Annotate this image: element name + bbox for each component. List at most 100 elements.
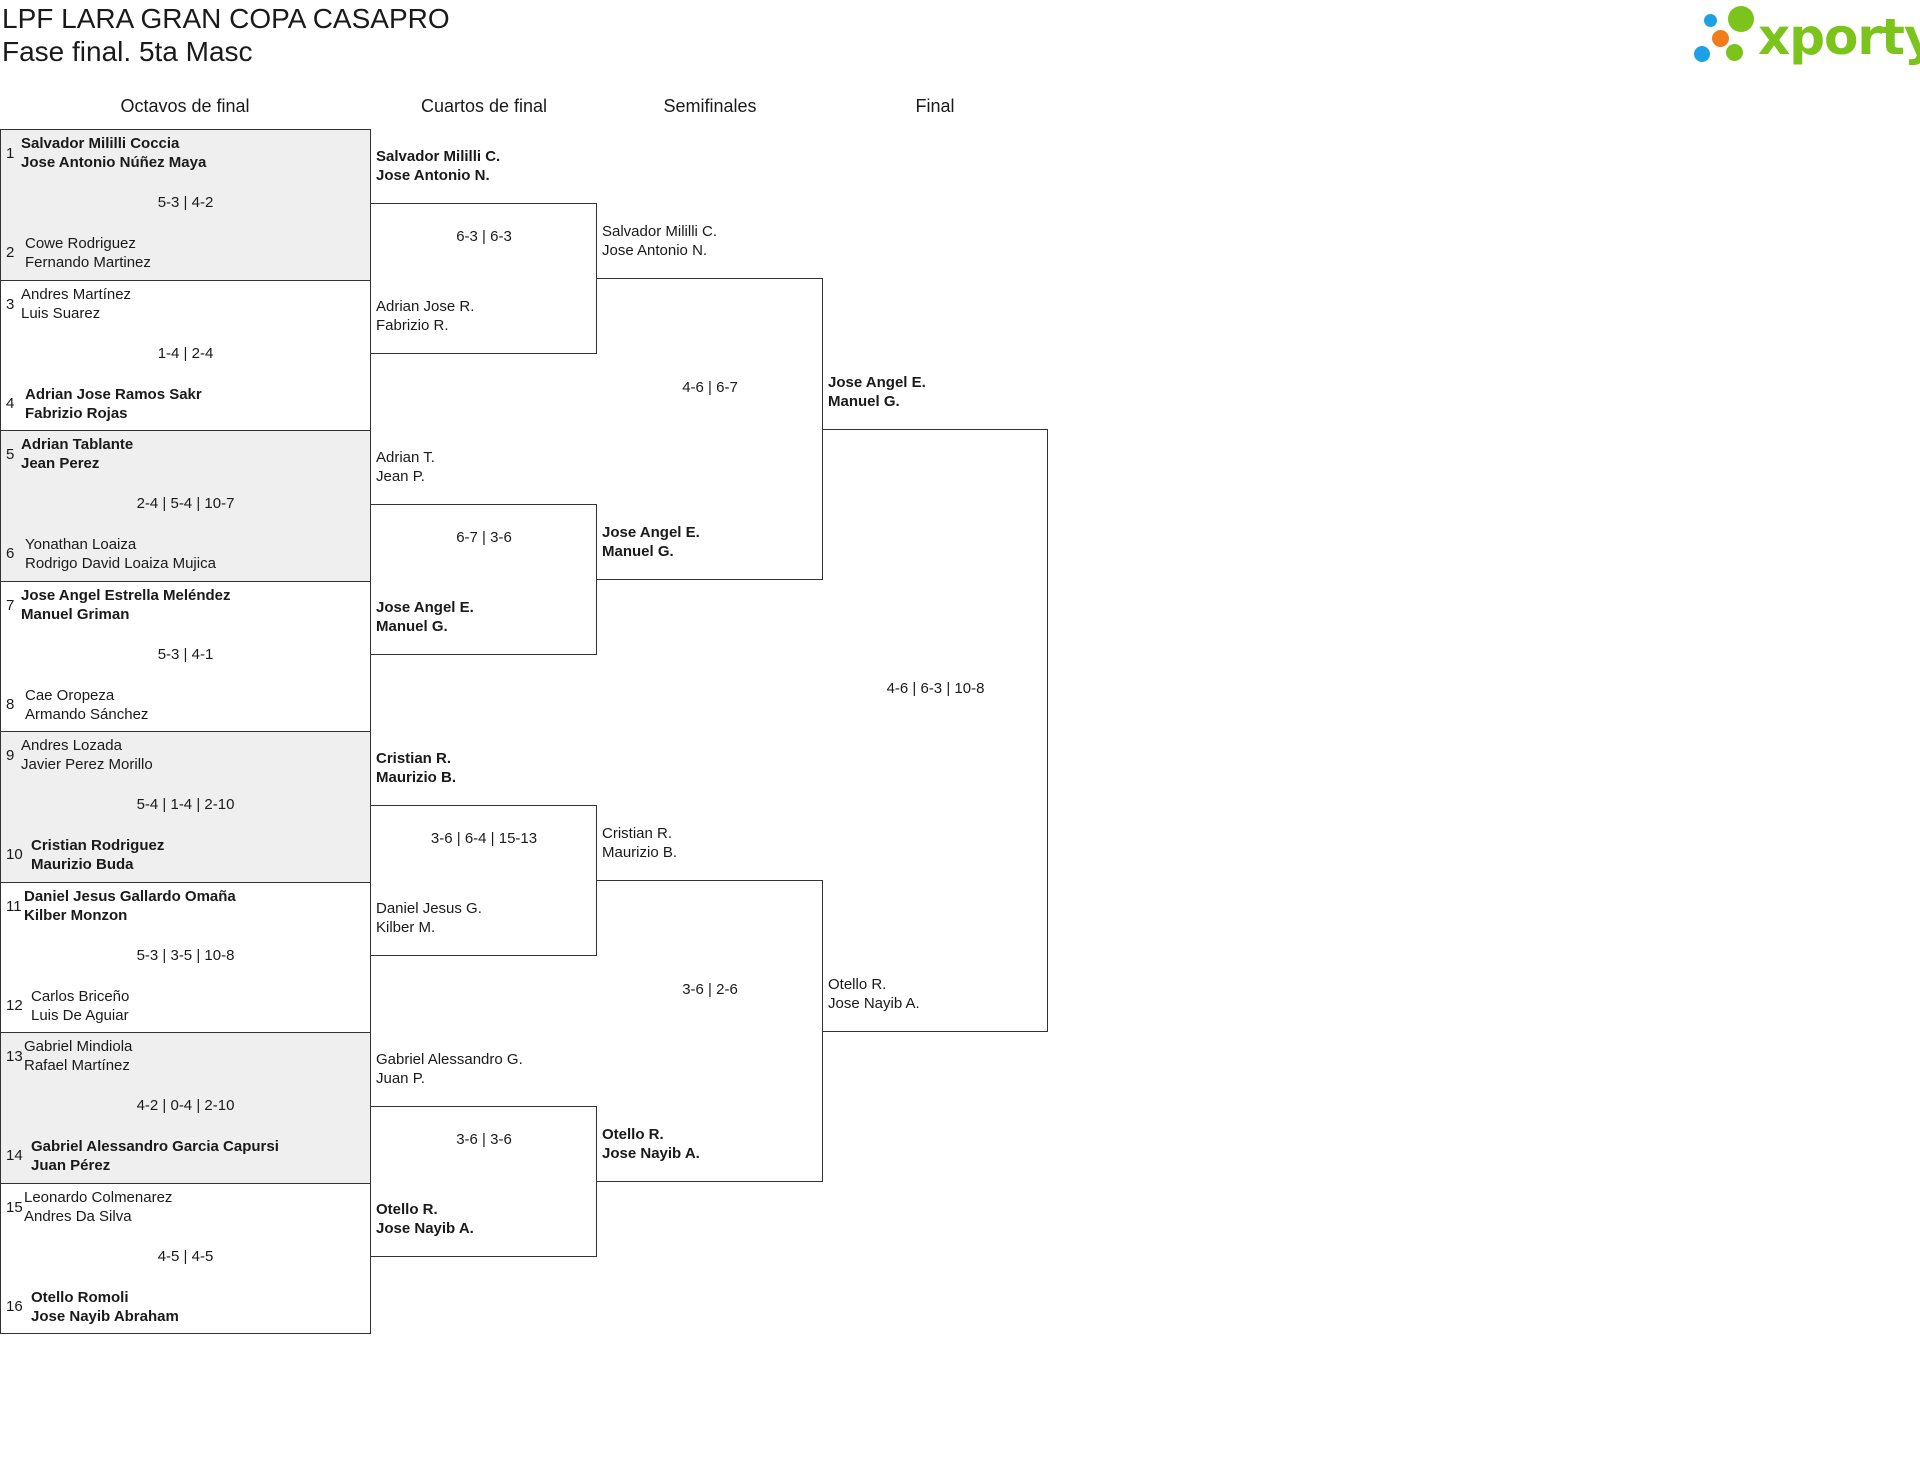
player-name[interactable]: Andres Lozada (21, 737, 122, 754)
player-name[interactable]: Otello Romoli (31, 1288, 129, 1306)
player-name[interactable]: Leonardo Colmenarez (24, 1188, 173, 1206)
seed-number: 11 (6, 897, 22, 915)
player-name[interactable]: Maurizio B. (602, 844, 678, 861)
player-name[interactable]: Rafael Martínez (24, 1057, 130, 1074)
match-box (371, 805, 597, 956)
seed-number: 4 (6, 394, 15, 412)
player-name[interactable]: Kilber M. (376, 919, 436, 936)
player-name[interactable]: Jose Angel Estrella Meléndez (21, 586, 231, 604)
match-score: 6-3 | 6-3 (456, 228, 512, 245)
player-name[interactable]: Jean P. (376, 468, 425, 485)
round-header: Cuartos de final (420, 96, 548, 116)
seed-number: 14 (6, 1147, 23, 1164)
xporty-logo: xporty (1690, 0, 1920, 70)
player-name[interactable]: Juan Pérez (31, 1157, 111, 1174)
player-name[interactable]: Daniel Jesus Gallardo Omaña (24, 887, 236, 905)
match-box (0, 129, 371, 281)
player-name[interactable]: Adrian Tablante (21, 436, 134, 453)
logo-text: xporty (1758, 8, 1920, 66)
match-box (371, 1106, 597, 1257)
player-name[interactable]: Salvador Mililli C. (376, 148, 501, 165)
player-name[interactable]: Jose Nayib A. (602, 1145, 700, 1162)
seed-number: 13 (6, 1048, 23, 1065)
match-box (0, 1182, 371, 1334)
match-box (0, 430, 371, 582)
player-name[interactable]: Jose Nayib Abraham (31, 1307, 179, 1325)
player-name[interactable]: Jose Nayib A. (376, 1220, 474, 1237)
player-name[interactable]: Jose Antonio N. (376, 167, 490, 184)
player-name[interactable]: Gabriel Alessandro G. (376, 1051, 523, 1068)
player-name[interactable]: Cae Oropeza (25, 686, 115, 704)
match-score: 4-6 | 6-7 (682, 378, 738, 396)
player-name[interactable]: Jose Nayib A. (828, 995, 920, 1012)
player-name[interactable]: Jean Perez (21, 455, 100, 472)
match-score: 5-3 | 4-2 (157, 194, 214, 211)
player-name[interactable]: Otello R. (602, 1126, 664, 1143)
player-name[interactable]: Cristian R. (602, 825, 673, 842)
player-name[interactable]: Otello R. (376, 1201, 438, 1218)
player-name[interactable]: Kilber Monzon (24, 906, 128, 924)
player-name[interactable]: Javier Perez Morillo (21, 756, 153, 773)
match-score: 6-7 | 3-6 (456, 529, 512, 546)
seed-number: 12 (6, 996, 23, 1014)
player-name[interactable]: Jose Antonio Núñez Maya (21, 154, 207, 171)
player-name[interactable]: Salvador Mililli Coccia (21, 135, 180, 152)
match-score: 1-4 | 2-4 (157, 344, 214, 362)
seed-number: 16 (6, 1297, 23, 1315)
seed-number: 1 (6, 145, 15, 162)
match-score: 2-4 | 5-4 | 10-7 (136, 495, 235, 512)
player-name[interactable]: Otello R. (828, 976, 887, 993)
match-box (0, 1032, 371, 1184)
player-name[interactable]: Rodrigo David Loaiza Mujica (25, 555, 216, 572)
player-name[interactable]: Maurizio B. (376, 769, 457, 786)
seed-number: 2 (6, 244, 15, 261)
seed-number: 7 (6, 596, 15, 614)
seed-number: 3 (6, 295, 15, 313)
player-name[interactable]: Fabrizio Rojas (25, 404, 128, 422)
match-score: 3-6 | 6-4 | 15-13 (430, 830, 538, 847)
player-name[interactable]: Cristian Rodriguez (31, 837, 165, 854)
match-box (823, 429, 1048, 1032)
player-name[interactable]: Andres Da Silva (24, 1207, 132, 1225)
round-header: Octavos de final (120, 96, 250, 116)
match-score: 3-6 | 3-6 (456, 1131, 512, 1148)
tournament-title: LPF LARA GRAN COPA CASAPRO (2, 3, 450, 34)
round-header: Final (915, 96, 955, 116)
round-header: Semifinales (663, 96, 757, 116)
player-name[interactable]: Juan P. (376, 1070, 425, 1087)
player-name[interactable]: Luis Suarez (21, 304, 101, 322)
player-name[interactable]: Jose Angel E. (828, 374, 926, 391)
match-score: 5-3 | 4-1 (157, 645, 214, 663)
player-name[interactable]: Jose Angel E. (376, 599, 474, 616)
player-name[interactable]: Gabriel Alessandro Garcia Capursi (31, 1138, 279, 1155)
player-name[interactable]: Cristian R. (376, 750, 452, 767)
seed-number: 15 (6, 1198, 23, 1216)
player-name[interactable]: Manuel G. (602, 543, 674, 560)
match-score: 3-6 | 2-6 (682, 980, 738, 998)
player-name[interactable]: Maurizio Buda (31, 856, 134, 873)
match-score: 4-6 | 6-3 | 10-8 (886, 680, 985, 697)
player-name[interactable]: Gabriel Mindiola (24, 1038, 133, 1055)
player-name[interactable]: Armando Sánchez (25, 705, 149, 723)
player-name[interactable]: Jose Antonio N. (602, 242, 708, 259)
player-name[interactable]: Manuel G. (828, 393, 900, 410)
player-name[interactable]: Carlos Briceño (31, 987, 130, 1005)
player-name[interactable]: Daniel Jesus G. (376, 900, 482, 917)
player-name[interactable]: Luis De Aguiar (31, 1006, 129, 1024)
seed-number: 5 (6, 446, 15, 463)
seed-number: 6 (6, 545, 15, 562)
match-score: 4-5 | 4-5 (157, 1247, 214, 1265)
player-name[interactable]: Cowe Rodriguez (25, 235, 136, 252)
player-name[interactable]: Andres Martínez (21, 285, 132, 303)
player-name[interactable]: Manuel Griman (21, 605, 130, 623)
player-name[interactable]: Adrian T. (376, 449, 435, 466)
player-name[interactable]: Manuel G. (376, 618, 448, 635)
player-name[interactable]: Adrian Jose R. (376, 298, 475, 315)
player-name[interactable]: Jose Angel E. (602, 524, 700, 541)
player-name[interactable]: Fernando Martinez (25, 254, 151, 271)
player-name[interactable]: Fabrizio R. (376, 317, 449, 334)
player-name[interactable]: Salvador Mililli C. (602, 223, 718, 240)
match-score: 5-4 | 1-4 | 2-10 (136, 796, 235, 813)
player-name[interactable]: Yonathan Loaiza (25, 536, 137, 553)
player-name[interactable]: Adrian Jose Ramos Sakr (25, 385, 202, 403)
